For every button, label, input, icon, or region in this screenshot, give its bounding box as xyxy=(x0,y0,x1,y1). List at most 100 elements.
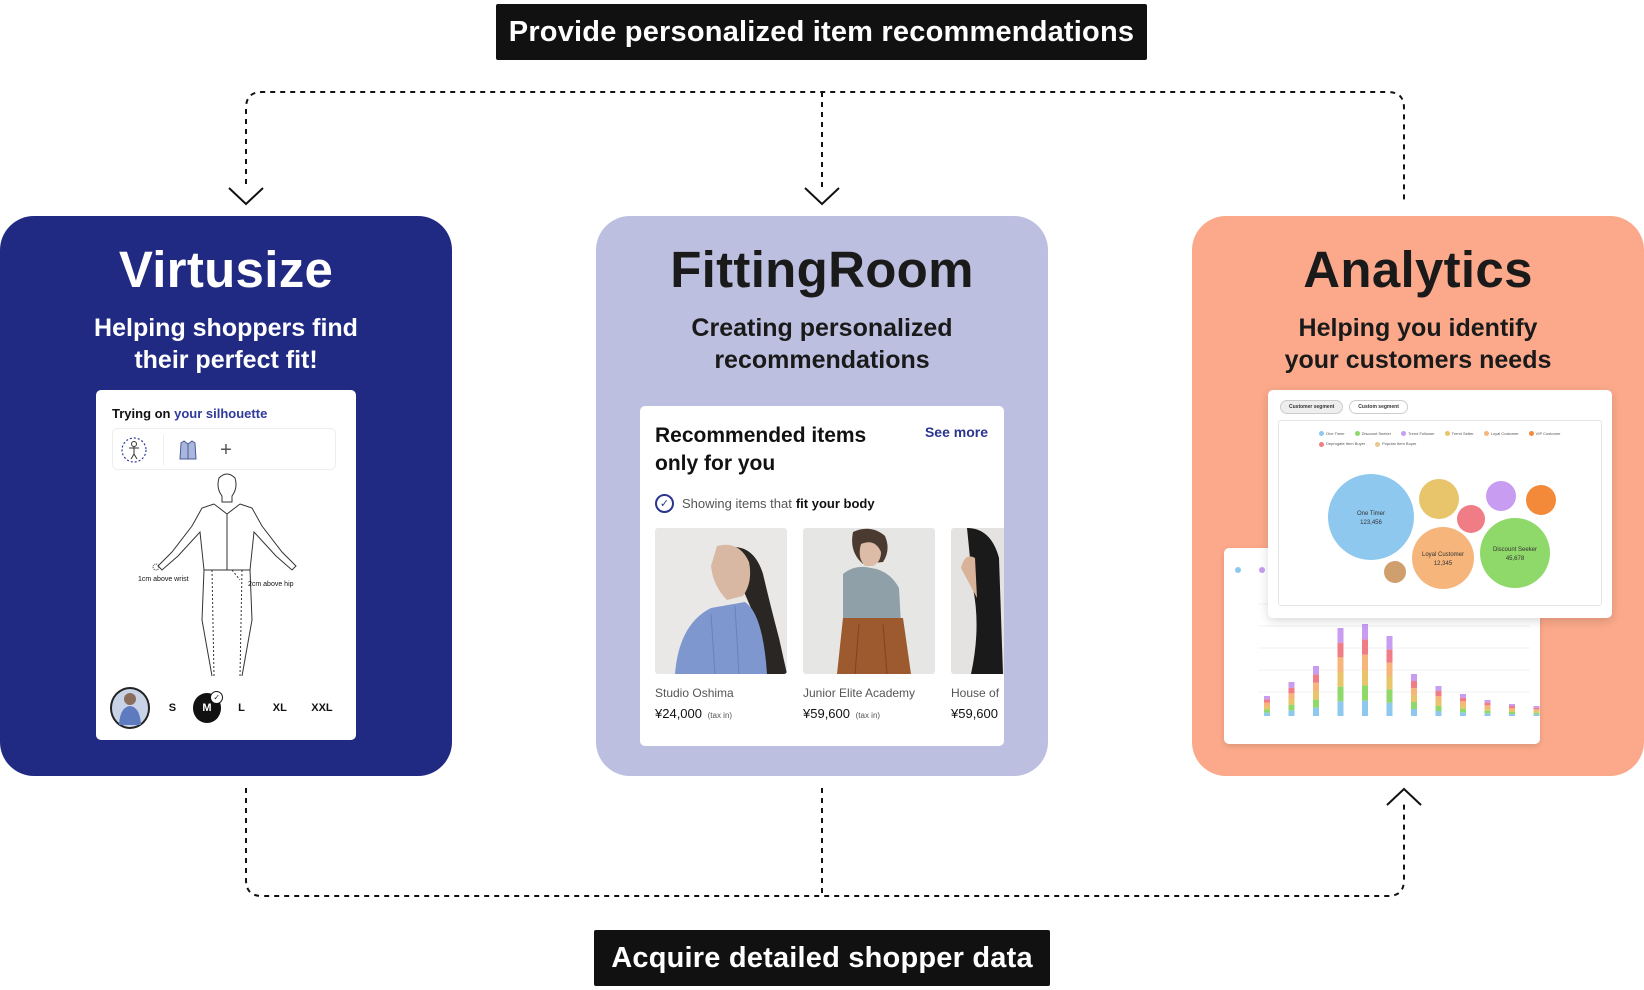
bar-segment xyxy=(1509,714,1515,716)
subtitle-line: their perfect fit! xyxy=(134,346,318,374)
bubble-chart-panel: Customer segment Custom segment One Time… xyxy=(1268,390,1612,618)
bar-segment xyxy=(1337,686,1344,702)
bar-segment xyxy=(1509,704,1515,706)
fit-filter-note: ✓ Showing items that fit your body xyxy=(655,494,875,513)
bar-segment xyxy=(1411,681,1417,688)
product-card[interactable]: Studio Oshima ¥24,000 (tax in) xyxy=(655,528,787,721)
bar-segment xyxy=(1509,710,1515,712)
bar-segment xyxy=(1386,676,1393,690)
bar-segment xyxy=(1264,709,1270,713)
product-photo[interactable] xyxy=(803,528,935,674)
bubble-deprogate-buyer xyxy=(1457,505,1485,533)
bar-segment xyxy=(1435,696,1442,701)
bubble-chart: One Timer 123,456 Loyal Customer 12,345 … xyxy=(1328,474,1556,589)
fit-note-bold: fit your body xyxy=(795,496,875,511)
bar-segment xyxy=(1533,706,1540,708)
bar-segment xyxy=(1362,685,1368,701)
size-option-s[interactable]: S xyxy=(168,702,177,714)
bubble-popular-item-buyer xyxy=(1384,561,1406,583)
product-card[interactable]: House of ¥59,600 xyxy=(951,528,1004,721)
avatar[interactable] xyxy=(110,687,151,729)
bar-segment xyxy=(1264,699,1270,703)
recommendation-widget: Recommended items only for you See more … xyxy=(640,406,1004,746)
header-prefix: Trying on xyxy=(112,406,171,421)
bar-segment xyxy=(1337,672,1344,687)
bubble-value: 123,456 xyxy=(1360,520,1382,526)
bar-segment xyxy=(1337,642,1344,658)
bar-segment xyxy=(1533,711,1540,713)
bar-segment xyxy=(1533,712,1540,715)
tab-custom-segment[interactable]: Custom segment xyxy=(1349,400,1408,414)
size-option-m[interactable]: M xyxy=(192,691,223,723)
virtusize-card: Virtusize Helping shoppers find their pe… xyxy=(0,216,452,776)
size-option-xl[interactable]: XL xyxy=(272,702,287,714)
product-card[interactable]: Junior Elite Academy ¥59,600 (tax in) xyxy=(803,528,935,721)
price-value: ¥59,600 xyxy=(951,706,998,721)
note-wrist: 1cm above wrist xyxy=(138,576,189,583)
bar-segment xyxy=(1264,712,1270,716)
bar-segment xyxy=(1435,686,1442,691)
legend-item: VIP Customer xyxy=(1529,431,1561,436)
product-photo[interactable] xyxy=(951,528,1004,674)
bar-segment xyxy=(1411,695,1417,702)
bar-segment xyxy=(1288,704,1295,711)
bar-segment xyxy=(1460,694,1466,698)
check-circle-icon: ✓ xyxy=(655,494,674,513)
bar-segment xyxy=(1288,687,1295,694)
bar-segment xyxy=(1411,688,1417,695)
subtitle-line: Helping shoppers find xyxy=(94,314,358,342)
widget-title: Recommended items only for you xyxy=(655,424,867,475)
bar-segment xyxy=(1313,682,1319,691)
bubble-trend-setter xyxy=(1419,479,1459,519)
bar-segment xyxy=(1264,696,1270,700)
bubble-loyal-customer xyxy=(1412,527,1474,589)
card-title: FittingRoom xyxy=(670,241,974,298)
card-subtitle: Helping you identify your customers need… xyxy=(1192,312,1644,376)
header-highlight[interactable]: your silhouette xyxy=(174,406,268,421)
size-selector: S M L XL XXL xyxy=(110,686,346,730)
bar-segment xyxy=(1509,708,1515,710)
bubble-one-timer xyxy=(1328,474,1414,560)
analytics-card: Analytics Helping you identify your cust… xyxy=(1192,216,1644,776)
tab-customer-segment[interactable]: Customer segment xyxy=(1280,400,1344,414)
price-value: ¥59,600 xyxy=(803,706,850,721)
bar-segment xyxy=(1313,691,1319,700)
segment-tabs: Customer segment Custom segment xyxy=(1280,400,1414,414)
legend-item: Deprogate Item Buyer xyxy=(1319,441,1365,446)
plus-icon[interactable]: + xyxy=(220,438,232,461)
bar-segment xyxy=(1386,702,1393,716)
fit-note-text: Showing items that xyxy=(682,496,792,511)
bar-segment xyxy=(1533,709,1540,711)
bar-segment xyxy=(1484,713,1491,716)
stacked-bar-chart xyxy=(1235,567,1540,716)
bar-segment xyxy=(1386,689,1393,703)
size-option-l[interactable]: L xyxy=(238,702,245,714)
bar-segment xyxy=(1484,705,1491,708)
size-option-xxl[interactable]: XXL xyxy=(311,702,333,714)
see-more-link[interactable]: See more xyxy=(924,424,988,440)
bar-segment xyxy=(1386,636,1393,650)
silhouette-icon[interactable] xyxy=(119,435,149,465)
bar-segment xyxy=(1460,708,1466,713)
subtitle-line: recommendations xyxy=(714,346,930,374)
item-carousel: Studio Oshima ¥24,000 (tax in) Junior El… xyxy=(655,528,1004,721)
bar-segment xyxy=(1362,624,1368,640)
bar-segment xyxy=(1533,714,1540,716)
bar-segment xyxy=(1313,707,1319,716)
shirt-icon[interactable] xyxy=(163,435,207,465)
bar-segment xyxy=(1460,712,1466,716)
bar-segment xyxy=(1460,701,1466,705)
fittingroom-card: FittingRoom Creating personalized recomm… xyxy=(596,216,1048,776)
bar-segment xyxy=(1337,628,1344,643)
bar-segment xyxy=(1337,657,1344,672)
bar-segment xyxy=(1288,682,1295,688)
legend-item: Discount Seeker xyxy=(1355,431,1391,436)
bar-segment xyxy=(1362,639,1368,655)
bar-segment xyxy=(1509,712,1515,714)
card-title: Virtusize xyxy=(118,241,334,298)
subtitle-line: Helping you identify xyxy=(1298,314,1538,342)
product-photo[interactable] xyxy=(655,528,787,674)
bar-segment xyxy=(1288,710,1295,716)
bar-segment xyxy=(1484,700,1491,703)
bar-segment xyxy=(1460,697,1466,702)
